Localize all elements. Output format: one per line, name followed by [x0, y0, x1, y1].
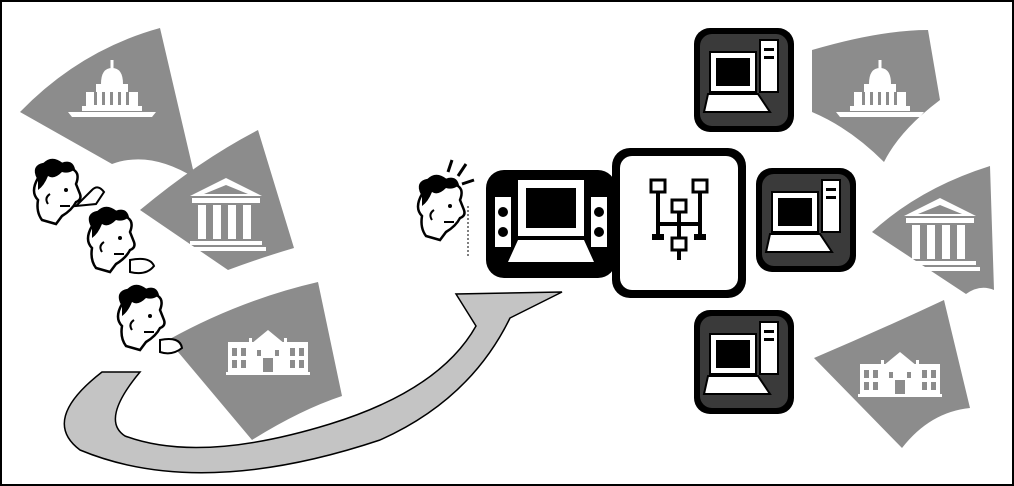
user-computer-tile	[486, 170, 616, 278]
alert-lines-icon	[446, 159, 475, 186]
desktop-computer-icon	[693, 309, 795, 415]
fist-hand-icon	[129, 257, 156, 275]
fist-hand-icon	[159, 338, 184, 355]
desktop-computer-icon	[693, 27, 795, 133]
pointing-hand-icon	[73, 186, 106, 208]
curved-arrow-icon	[63, 291, 563, 474]
network-hub-tile	[612, 148, 746, 298]
desktop-computer-icon	[755, 167, 857, 273]
